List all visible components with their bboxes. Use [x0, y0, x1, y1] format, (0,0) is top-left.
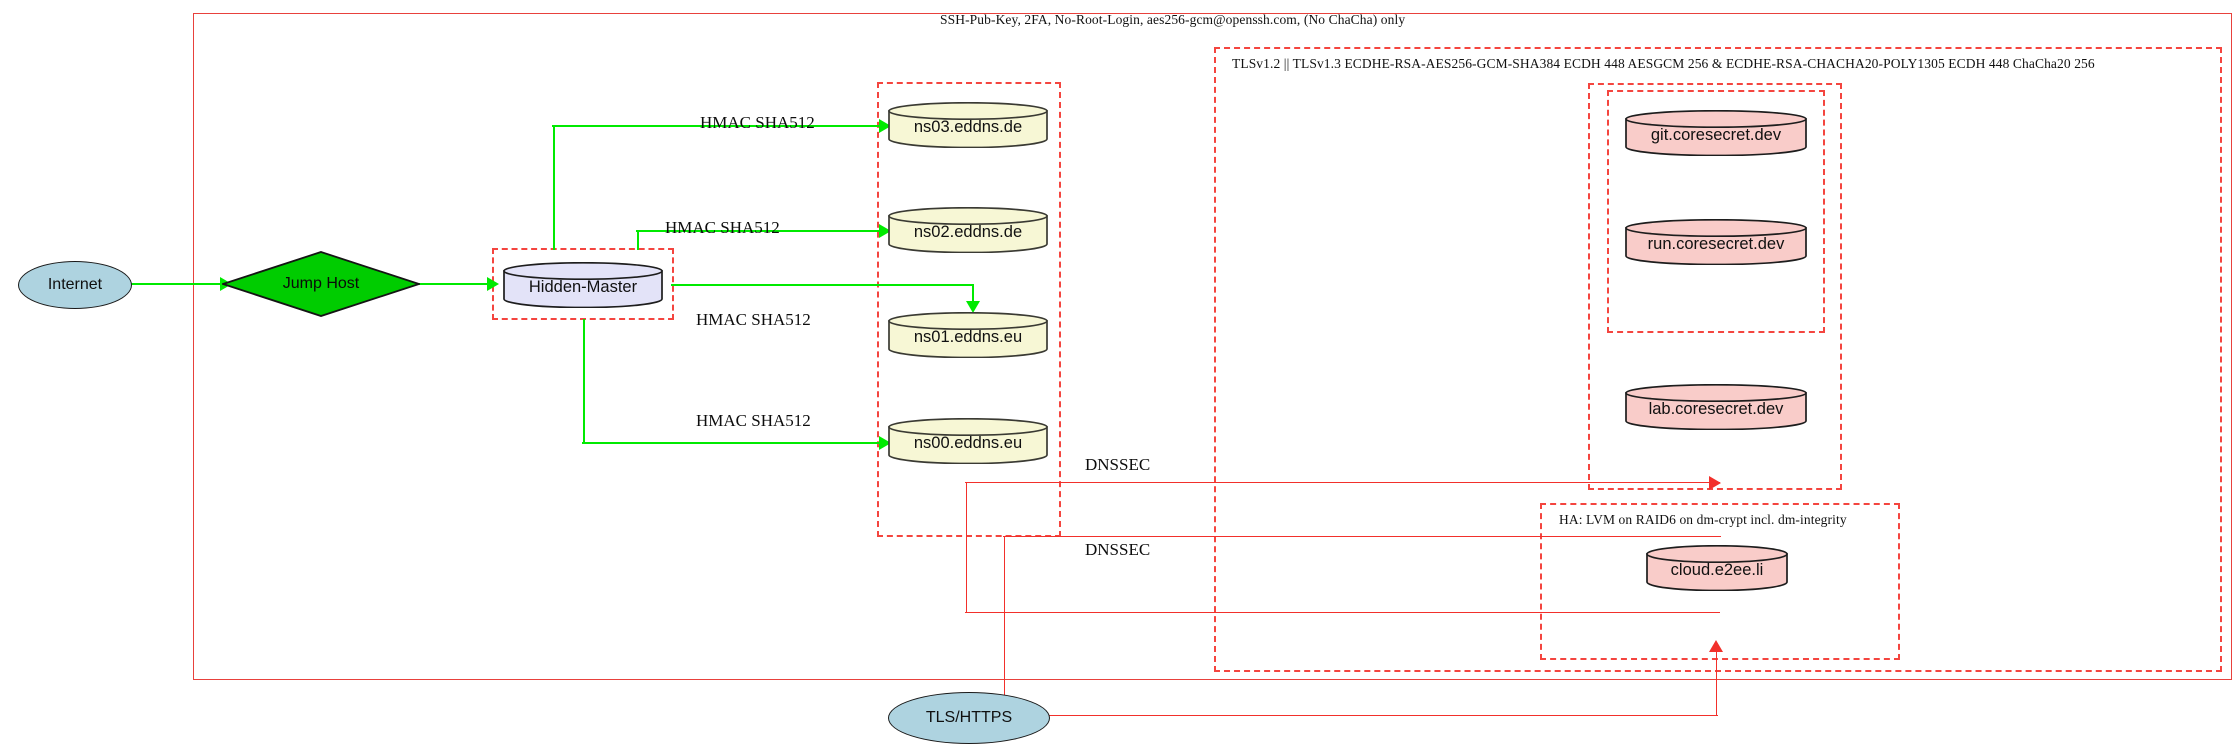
node-ns01[interactable]: ns01.eddns.eu	[888, 312, 1048, 358]
edge-master-ns00-horizontal	[582, 442, 887, 444]
node-run-coresecret[interactable]: run.coresecret.dev	[1625, 219, 1807, 265]
arrow-master-ns02	[879, 224, 891, 238]
edge-master-ns01-horizontal	[671, 284, 974, 286]
arrow-master-ns03	[879, 119, 891, 133]
node-ns00[interactable]: ns00.eddns.eu	[888, 418, 1048, 464]
ssh-zone-label: SSH-Pub-Key, 2FA, No-Root-Login, aes256-…	[940, 12, 1406, 27]
dns-cluster-boundary	[877, 82, 1061, 537]
edge-master-ns03-vertical	[553, 125, 555, 250]
node-internet[interactable]: Internet	[18, 261, 132, 309]
edge-label-hmac-ns01: HMAC SHA512	[696, 310, 811, 329]
ha-cluster-boundary	[1540, 503, 1900, 660]
coresecret-inner-boundary	[1607, 90, 1825, 333]
tls-zone-boundary	[1214, 47, 2222, 672]
edge-master-ns02-vertical	[637, 230, 639, 250]
edge-master-ns03-horizontal	[552, 125, 887, 127]
edge-master-ns02-horizontal	[636, 230, 887, 232]
node-jump-host[interactable]: Jump Host	[222, 251, 420, 317]
tls-zone-label: TLSv1.2 || TLSv1.3 ECDHE-RSA-AES256-GCM-…	[1232, 56, 2095, 71]
node-internet-label: Internet	[47, 276, 103, 293]
ha-cluster-label: HA: LVM on RAID6 on dm-crypt incl. dm-in…	[1559, 512, 1847, 527]
edge-dnssec-lower-top	[1003, 536, 1721, 537]
node-git-coresecret[interactable]: git.coresecret.dev	[1625, 110, 1807, 156]
node-lab-coresecret[interactable]: lab.coresecret.dev	[1625, 384, 1807, 430]
arrow-dnssec-cloud-up	[1709, 640, 1723, 652]
edge-internet-jumphost	[128, 283, 228, 285]
node-ns03[interactable]: ns03.eddns.de	[888, 102, 1048, 148]
edge-dnssec-upper-top	[965, 482, 1720, 483]
edge-dnssec-upper-vertical-left	[966, 482, 967, 612]
edge-label-hmac-ns03: HMAC SHA512	[700, 113, 815, 132]
edge-master-ns00-vertical	[583, 319, 585, 442]
arrow-master-ns01	[966, 301, 980, 313]
node-hidden-master[interactable]: Hidden-Master	[503, 262, 663, 308]
arrow-jumphost-master	[487, 277, 499, 291]
edge-tls-node-vertical	[1004, 612, 1005, 715]
arrow-dnssec-lab	[1709, 476, 1721, 490]
node-tls-https[interactable]: TLS/HTTPS	[888, 692, 1050, 744]
edge-dnssec-cloud-vertical	[1716, 652, 1717, 715]
edge-dnssec-upper-bottom	[965, 612, 1720, 613]
edge-tls-right-run	[968, 715, 1718, 716]
edge-label-dnssec-lower: DNSSEC	[1085, 540, 1151, 559]
edge-label-dnssec-upper: DNSSEC	[1085, 455, 1151, 474]
node-cloud-e2ee[interactable]: cloud.e2ee.li	[1646, 545, 1788, 591]
edge-label-hmac-ns02: HMAC SHA512	[665, 218, 780, 237]
edge-jumphost-master	[418, 283, 494, 285]
node-ns02[interactable]: ns02.eddns.de	[888, 207, 1048, 253]
arrow-master-ns00	[879, 436, 891, 450]
edge-label-hmac-ns00: HMAC SHA512	[696, 411, 811, 430]
edge-master-ns01-vertical	[972, 284, 974, 304]
ssh-zone-boundary	[193, 13, 2232, 680]
node-tls-https-label: TLS/HTTPS	[925, 709, 1013, 726]
